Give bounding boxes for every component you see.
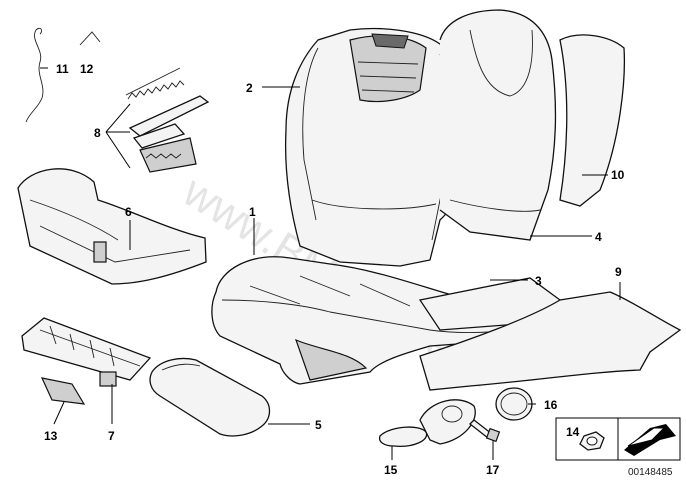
cushion-pad-part [149, 357, 271, 437]
round-cap-part [495, 387, 533, 421]
callout-2: 2 [246, 81, 253, 95]
callout-7: 7 [108, 429, 115, 443]
bolt-part [469, 419, 501, 443]
seat-cover-sheet-part [419, 291, 682, 391]
callout-14: 14 [566, 425, 580, 439]
callout-5: 5 [315, 418, 322, 432]
callout-3: 3 [535, 274, 542, 288]
base-mechanism-part [21, 317, 152, 387]
seat-frame-part [17, 168, 207, 285]
clip-part [79, 31, 101, 46]
callout-17: 17 [486, 463, 500, 477]
callout-11: 11 [56, 62, 69, 76]
callout-8: 8 [94, 126, 101, 140]
backrest-shell-part [439, 9, 557, 241]
callout-6: 6 [125, 205, 132, 219]
guide-part [40, 377, 86, 405]
mounting-plate-part [378, 399, 476, 447]
document-number: 00148485 [628, 467, 673, 478]
callout-16: 16 [544, 398, 558, 412]
spring-wire-part [25, 27, 44, 123]
callout-15: 15 [384, 463, 398, 477]
callout-1: 1 [249, 205, 256, 219]
callout-13: 13 [44, 429, 58, 443]
callout-4: 4 [595, 230, 602, 244]
spring-bracket-assembly [125, 67, 210, 173]
callout-10: 10 [611, 168, 625, 182]
callout-12: 12 [80, 62, 94, 76]
leader-lines [40, 67, 621, 460]
backrest-part [284, 27, 467, 267]
nut-inset-box [555, 417, 681, 461]
backrest-panel-part [559, 34, 625, 207]
callout-9: 9 [615, 265, 622, 279]
